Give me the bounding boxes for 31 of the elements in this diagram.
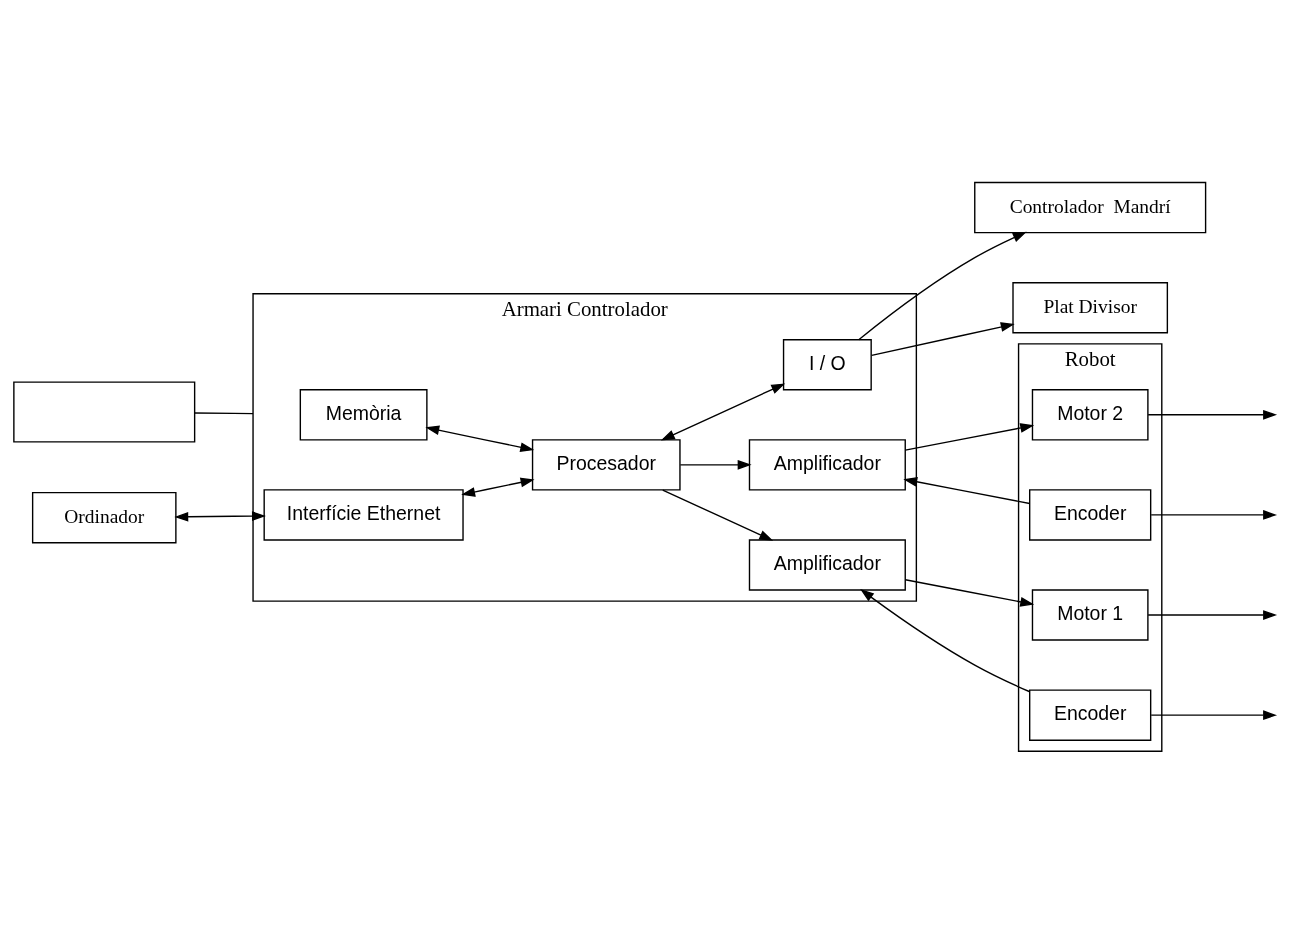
node-box: Motor 2 bbox=[1031, 388, 1149, 440]
connector bbox=[193, 411, 254, 414]
arrow bbox=[679, 459, 752, 470]
arrow bbox=[660, 382, 786, 440]
arrow bbox=[174, 510, 266, 522]
arrow bbox=[1150, 509, 1278, 520]
node-box: Amplificador bbox=[748, 438, 906, 491]
node-box: Ordinador bbox=[31, 491, 177, 543]
node-box: Amplificador bbox=[748, 538, 906, 591]
arrow bbox=[903, 476, 1031, 504]
node-box: Interfície Ethernet bbox=[263, 488, 464, 541]
node-box: Encoder bbox=[1029, 488, 1152, 541]
node-box: Motor 1 bbox=[1031, 588, 1149, 641]
node-box: Procesador bbox=[531, 438, 681, 491]
arrow bbox=[904, 578, 1035, 607]
arrow bbox=[860, 588, 1030, 692]
node-box: Memòria bbox=[299, 388, 428, 440]
node-box: Plat Divisor bbox=[1012, 281, 1169, 333]
node-box: Encoder bbox=[1029, 688, 1152, 741]
arrow bbox=[858, 231, 1027, 340]
node-box: I / O bbox=[782, 338, 872, 390]
arrow bbox=[1147, 609, 1278, 620]
arrow bbox=[662, 488, 774, 541]
arrow bbox=[425, 424, 535, 452]
node-box: Controlador Mandrí bbox=[974, 181, 1207, 233]
arrow bbox=[904, 422, 1035, 451]
arrow bbox=[1147, 409, 1278, 420]
node-box bbox=[13, 380, 196, 443]
arrow bbox=[871, 321, 1015, 356]
arrow bbox=[461, 477, 535, 497]
arrow bbox=[1150, 709, 1278, 720]
